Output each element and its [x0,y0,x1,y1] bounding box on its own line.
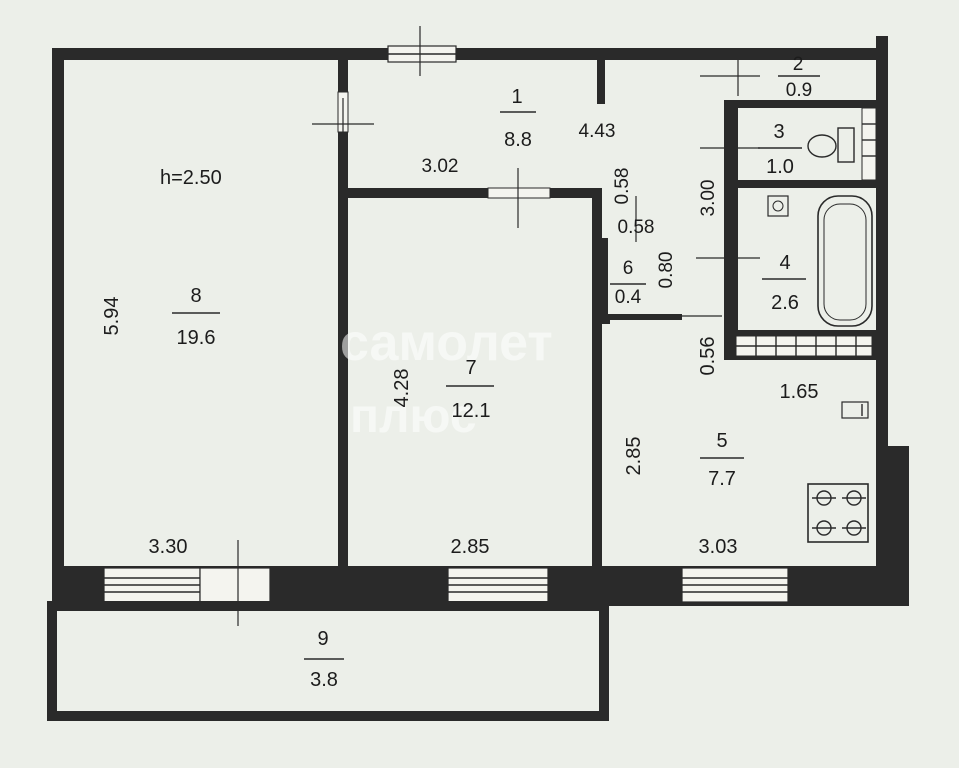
closet-width-dim: 0.80 [656,252,677,289]
room7-width-dim: 2.85 [451,536,490,558]
doors [237,26,760,626]
room-9-number: 9 [317,628,328,650]
balcony [47,601,609,721]
room-8-area: 19.6 [177,327,216,349]
room-6-area: 0.4 [615,287,642,308]
corridor-gap-a-dim: 0.58 [612,168,633,205]
ceiling-height: h=2.50 [160,167,222,189]
room7-height-dim: 4.28 [391,369,413,408]
room-2-number: 2 [793,54,804,75]
room-3-area: 1.0 [766,156,794,178]
bathtub-fixture [817,195,873,327]
room-labels: 1 8.8 2 0.9 3 1.0 4 2.6 5 7.7 6 0.4 7 12… [172,54,820,691]
room8-height-dim: 5.94 [101,297,123,336]
kitchen-top-dim: 1.65 [780,381,819,403]
kitchen-width-dim: 3.03 [699,536,738,558]
corridor-length-dim: 4.43 [579,121,616,142]
kitchen-sink-fixture [841,401,869,419]
tile-strip-vertical [861,107,877,181]
corridor-gap-b-dim: 0.58 [618,217,655,238]
windows [103,45,789,603]
kitchen-gap-dim: 0.56 [697,337,719,376]
room-1-number: 1 [511,86,522,108]
room-7-area: 12.1 [452,400,491,422]
tile-strip [735,335,873,357]
room-5-area: 7.7 [708,468,736,490]
room-4-area: 2.6 [771,292,799,314]
kitchen-height-dim: 2.85 [623,437,645,476]
watermark-line2: плюс [350,390,477,443]
watermark-line1: самолет [340,314,553,372]
room-3-number: 3 [773,121,784,143]
stove-icon [807,483,869,543]
watermark: самолет плюс [340,314,553,443]
dimension-labels: h=2.50 5.94 3.30 4.28 2.85 3.02 4.43 0.5… [101,121,818,558]
room-8-number: 8 [190,285,201,307]
room-9-area: 3.8 [310,669,338,691]
room-4-number: 4 [779,252,790,274]
room-2-area: 0.9 [786,80,812,101]
bath-length-dim: 3.00 [698,180,719,217]
sink-fixture [767,195,789,217]
room-5-number: 5 [716,430,727,452]
room1-width-dim: 3.02 [422,156,459,177]
room-7-number: 7 [465,357,476,379]
room-1-area: 8.8 [504,129,532,151]
room8-width-dim: 3.30 [149,536,188,558]
room-6-number: 6 [623,258,634,279]
toilet-fixture [807,127,855,163]
